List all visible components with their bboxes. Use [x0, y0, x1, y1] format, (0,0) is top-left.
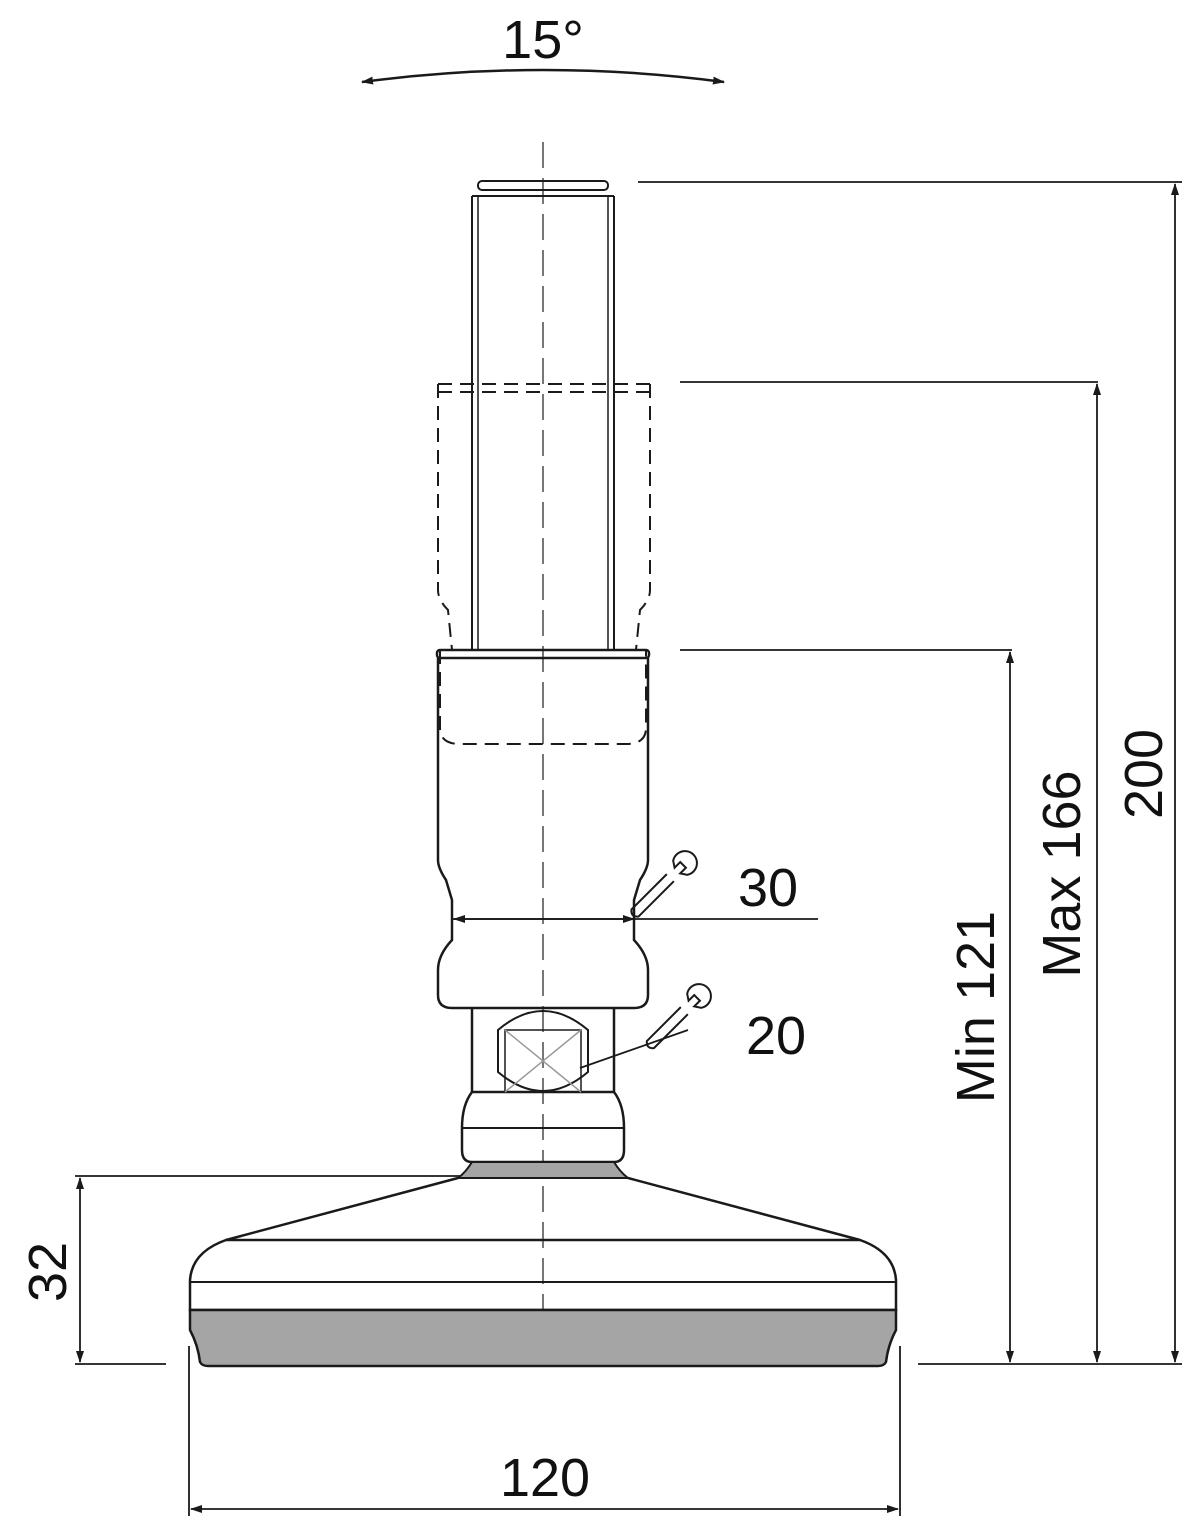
- base-foot: [188, 1176, 898, 1368]
- rubber-pad: [188, 1308, 898, 1368]
- swivel-angle-indicator: 15°: [361, 10, 725, 85]
- hex-neck: [455, 1008, 631, 1179]
- threaded-spindle: [471, 180, 615, 650]
- base-width-dimension: 120: [188, 1346, 901, 1516]
- height-dimensions: 200 Max 166 Min 121: [638, 181, 1182, 1365]
- wrench-20-dimension: 20: [579, 983, 806, 1069]
- dim-base-width: 120: [500, 1448, 590, 1508]
- wrench-30-dimension: 30: [452, 850, 818, 923]
- dim-max-height: Max 166: [1032, 770, 1092, 977]
- wrench-30-label: 30: [738, 858, 798, 918]
- wrench-icon: [645, 983, 712, 1050]
- extended-nut-outline: [437, 383, 651, 745]
- dim-total-height: 200: [1114, 729, 1174, 819]
- dim-min-height: Min 121: [946, 911, 1006, 1103]
- dim-base-height: 32: [18, 1242, 78, 1302]
- angle-label: 15°: [502, 10, 584, 70]
- wrench-20-label: 20: [746, 1006, 806, 1066]
- adjustment-nut: [435, 648, 651, 1010]
- base-height-dimension: 32: [18, 1175, 460, 1365]
- wrench-icon: [630, 850, 698, 918]
